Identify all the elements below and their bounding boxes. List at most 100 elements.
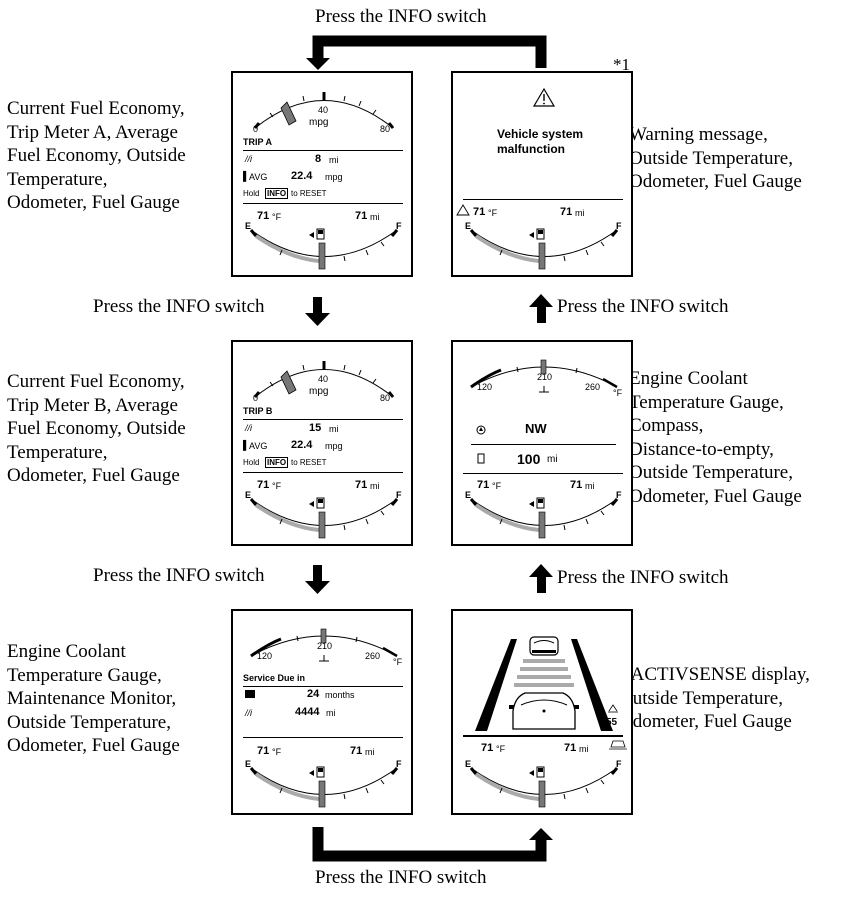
description-maintenance: Engine Coolant Temperature Gauge, Mainte…: [7, 641, 180, 756]
coolant-min-label: 120: [257, 651, 273, 661]
description-trip-a: Current Fuel Economy, Trip Meter A, Aver…: [7, 98, 186, 213]
road-left-edge: [475, 639, 517, 731]
outside-temp-value: 71: [477, 479, 490, 491]
own-car-icon: [509, 692, 579, 730]
outside-temp-unit: °F: [272, 747, 282, 757]
dte-unit: mi: [547, 454, 558, 465]
avg-value: 22.4: [291, 439, 313, 451]
outside-temp-unit: °F: [272, 212, 282, 222]
odometer-value: 71: [355, 210, 368, 222]
outside-temp-value: 71: [473, 206, 486, 218]
avg-unit: mpg: [325, 441, 343, 451]
bottom-loop-arrow: [312, 827, 553, 862]
fuel-full-label: F: [616, 490, 622, 500]
trip-title: TRIP A: [243, 137, 273, 147]
odometer-value: 71: [564, 742, 577, 754]
coolant-unit-label: °F: [613, 388, 623, 398]
warning-graphics: [456, 87, 619, 270]
service-title: Service Due in: [243, 673, 306, 683]
odometer-unit: mi: [575, 208, 585, 218]
fuel-empty-label: E: [465, 490, 472, 500]
footnote-ref: *1: [613, 55, 630, 74]
coolant-gauge: [245, 628, 399, 808]
leading-car-icon: [529, 636, 559, 656]
reset-key: INFO: [265, 188, 289, 199]
lane-bars: [514, 659, 574, 687]
fuel-full-label: F: [616, 759, 622, 769]
avg-label: AVG: [249, 441, 268, 451]
months-unit: months: [325, 690, 355, 700]
trip-unit: mi: [329, 155, 339, 165]
mpg-mid-label: 40: [318, 374, 329, 384]
compass-icon: [476, 425, 486, 435]
outside-temp-unit: °F: [496, 744, 506, 754]
up-arrow-2: [529, 564, 553, 593]
mpg-gauge-arc: [253, 92, 395, 129]
distance-unit: mi: [326, 708, 336, 718]
display-panel-warning: Vehicle system malfunction 71 °F 71 mi E…: [451, 71, 633, 277]
outside-temp-unit: °F: [272, 481, 282, 491]
outside-temp-value: 71: [257, 745, 270, 757]
odometer-value: 71: [560, 206, 573, 218]
warning-message-line1: Vehicle system: [497, 127, 584, 141]
odometer-value: 71: [570, 479, 583, 491]
top-loop-arrow: [306, 35, 547, 70]
speed-limit-icon: [608, 704, 618, 713]
odometer-unit: mi: [579, 744, 589, 754]
fuel-gauge: [249, 228, 399, 270]
down-arrow-1: [305, 297, 330, 326]
coolant-max-label: 260: [365, 651, 381, 661]
fuel-full-label: F: [396, 221, 402, 231]
coolant-mid-label: 210: [537, 372, 553, 382]
display-panel-activsense: 55 71 °F 71 mi E F: [451, 609, 633, 815]
avg-label: AVG: [249, 172, 268, 182]
press-info-label-right-2: Press the INFO switch: [557, 567, 729, 588]
display-panel-trip-b: 0 40 mpg 80 TRIP B //i 15 mi ▌ AVG 22.4 …: [231, 340, 413, 546]
avg-bar-icon: ▌: [243, 440, 250, 450]
outside-temp-unit: °F: [488, 208, 498, 218]
description-trip-b: Current Fuel Economy, Trip Meter B, Aver…: [7, 371, 186, 486]
fuel-economy-bar: [280, 101, 297, 126]
speed-limit-value: 55: [606, 717, 618, 728]
display-panel-trip-a: 0 40 mpg 80 TRIP A //i 8 mi ▌ AVG 22.4 m…: [231, 71, 413, 277]
reset-to: to RESET: [291, 189, 327, 198]
coolant-gauge: [469, 359, 619, 539]
mpg-unit-label: mpg: [309, 386, 329, 397]
avg-unit: mpg: [325, 172, 343, 182]
dte-value: 100: [517, 451, 541, 467]
mpg-min-label: 0: [253, 393, 259, 403]
display-panel-compass: 120 210 260 °F NW 100 mi 71 °F 71 mi E F: [451, 340, 633, 546]
description-warning: Warning message, Outside Temperature, Od…: [629, 124, 802, 192]
mpg-unit-label: mpg: [309, 117, 329, 128]
press-info-label-top: Press the INFO switch: [315, 6, 487, 27]
down-arrow-2: [305, 565, 330, 594]
odometer-unit: mi: [370, 212, 380, 222]
mpg-min-label: 0: [253, 124, 259, 134]
odometer-value: 71: [350, 745, 363, 757]
odometer-value: 71: [355, 479, 368, 491]
display-panel-maintenance: 120 210 260 °F Service Due in 24 months …: [231, 609, 413, 815]
road-right-edge: [571, 639, 613, 731]
fuel-pump-icon: [477, 453, 485, 464]
press-info-label-right-1: Press the INFO switch: [557, 296, 729, 317]
reset-hold: Hold: [243, 189, 260, 198]
trip-unit: mi: [329, 424, 339, 434]
trip-value: 8: [315, 153, 322, 165]
fuel-empty-label: E: [245, 759, 252, 769]
reset-key: INFO: [265, 457, 289, 468]
mpg-gauge-arc: [249, 361, 399, 539]
fuel-empty-label: E: [465, 221, 472, 231]
fuel-empty-label: E: [245, 490, 252, 500]
avg-bar-icon: ▌: [243, 171, 250, 181]
odometer-unit: mi: [585, 481, 595, 491]
coolant-mid-label: 210: [317, 641, 333, 651]
fuel-full-label: F: [616, 221, 622, 231]
coolant-min-label: 120: [477, 382, 493, 392]
activsense-graphics: [469, 636, 627, 808]
trip-value: 15: [309, 422, 322, 434]
months-value: 24: [307, 688, 320, 700]
mpg-max-label: 80: [380, 124, 391, 134]
warning-small-icon: [456, 204, 470, 216]
odometer-unit: mi: [365, 747, 375, 757]
